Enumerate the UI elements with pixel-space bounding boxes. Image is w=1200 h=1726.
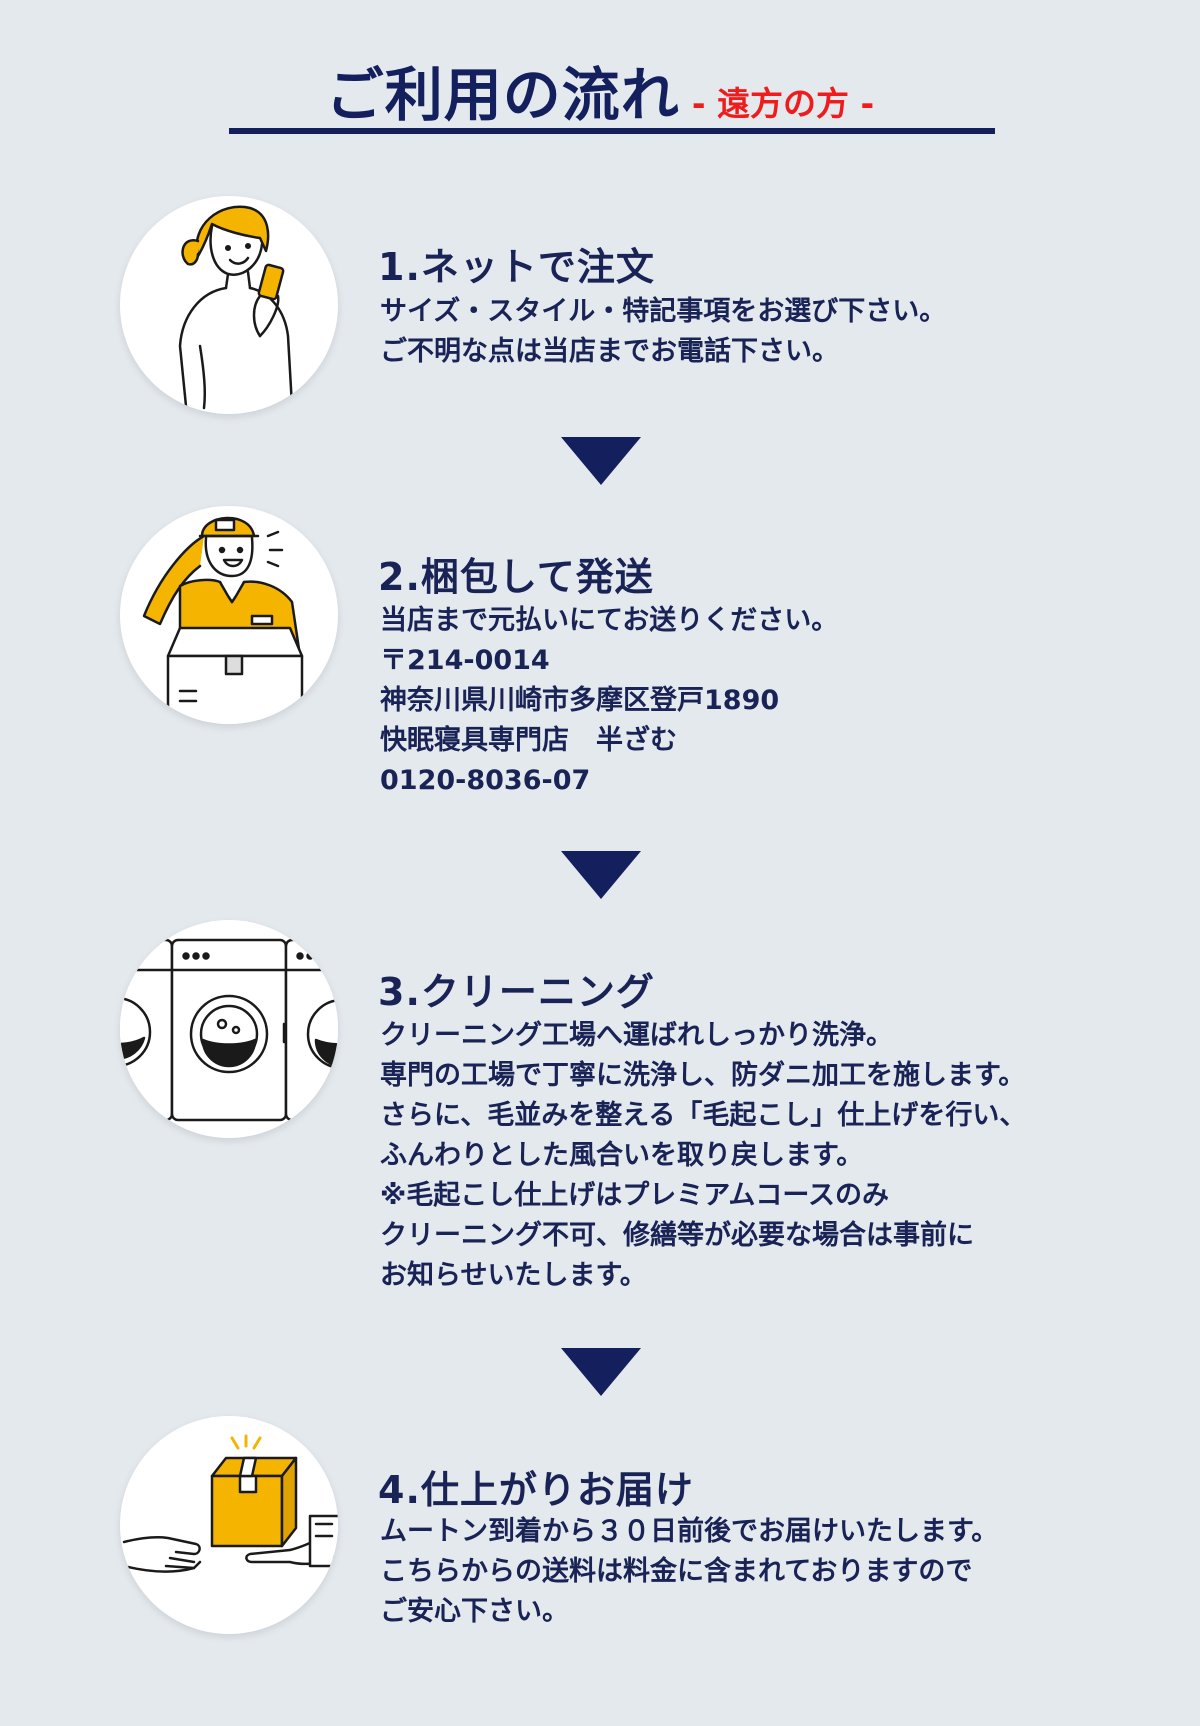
step-3-line: クリーニング工場へ運ばれしっかり洗浄。 (380, 1020, 893, 1051)
step-3-line: ※毛起こし仕上げはプレミアムコースのみ (380, 1180, 890, 1211)
down-arrow-icon (561, 851, 641, 899)
step-1-line: ご不明な点は当店までお電話下さい。 (380, 336, 839, 367)
step-1-line: サイズ・スタイル・特記事項をお選び下さい。 (380, 296, 947, 327)
step-2-line: 0120-8036-07 (380, 765, 591, 796)
down-arrow-icon (561, 1348, 641, 1396)
step-2-title: 2.梱包して発送 (378, 555, 654, 599)
step-2-line: 快眠寝具専門店 半ざむ (380, 725, 677, 756)
step-1-title: 1.ネットで注文 (378, 245, 655, 289)
package-handover-icon (120, 1416, 338, 1634)
step-3-line: クリーニング不可、修繕等が必要な場合は事前に (380, 1220, 974, 1251)
step-1-text: サイズ・スタイル・特記事項をお選び下さい。 ご不明な点は当店までお電話下さい。 (380, 292, 946, 372)
page-header: ご利用の流れ - 遠方の方 - (0, 48, 1200, 132)
step-3-line: ふんわりとした風合いを取り戻します。 (380, 1140, 864, 1171)
woman-phone-icon (120, 196, 338, 414)
step-4-title: 4.仕上がりお届け (378, 1468, 694, 1512)
step-2-text: 当店まで元払いにてお送りください。 〒214-0014 神奈川県川崎市多摩区登戸… (380, 601, 838, 801)
step-4-text: ムートン到着から３０日前後でお届けいたします。 こちらからの送料は料金に含まれて… (380, 1512, 998, 1632)
step-3-text: クリーニング工場へ運ばれしっかり洗浄。 専門の工場で丁寧に洗浄し、防ダニ加工を施… (380, 1016, 1026, 1296)
step-3-line: お知らせいたします。 (380, 1260, 647, 1291)
page-title: ご利用の流れ (325, 61, 680, 129)
step-2-line: 〒214-0014 (380, 645, 550, 676)
step-2-line: 当店まで元払いにてお送りください。 (380, 605, 839, 636)
step-4-line: こちらからの送料は料金に含まれておりますので (380, 1556, 973, 1587)
step-4-line: ムートン到着から３０日前後でお届けいたします。 (380, 1516, 999, 1547)
step-3-line: さらに、毛並みを整える「毛起こし」仕上げを行い、 (380, 1100, 1027, 1131)
title-underline (229, 128, 995, 134)
step-4-line: ご安心下さい。 (380, 1596, 569, 1627)
washing-machine-icon (120, 920, 338, 1138)
delivery-man-icon (120, 506, 338, 724)
step-3-title: 3.クリーニング (378, 970, 655, 1014)
step-3-line: 専門の工場で丁寧に洗浄し、防ダニ加工を施します。 (380, 1060, 1026, 1091)
page-subtitle: - 遠方の方 - (691, 84, 875, 123)
down-arrow-icon (561, 437, 641, 485)
step-2-line: 神奈川県川崎市多摩区登戸1890 (380, 685, 780, 716)
